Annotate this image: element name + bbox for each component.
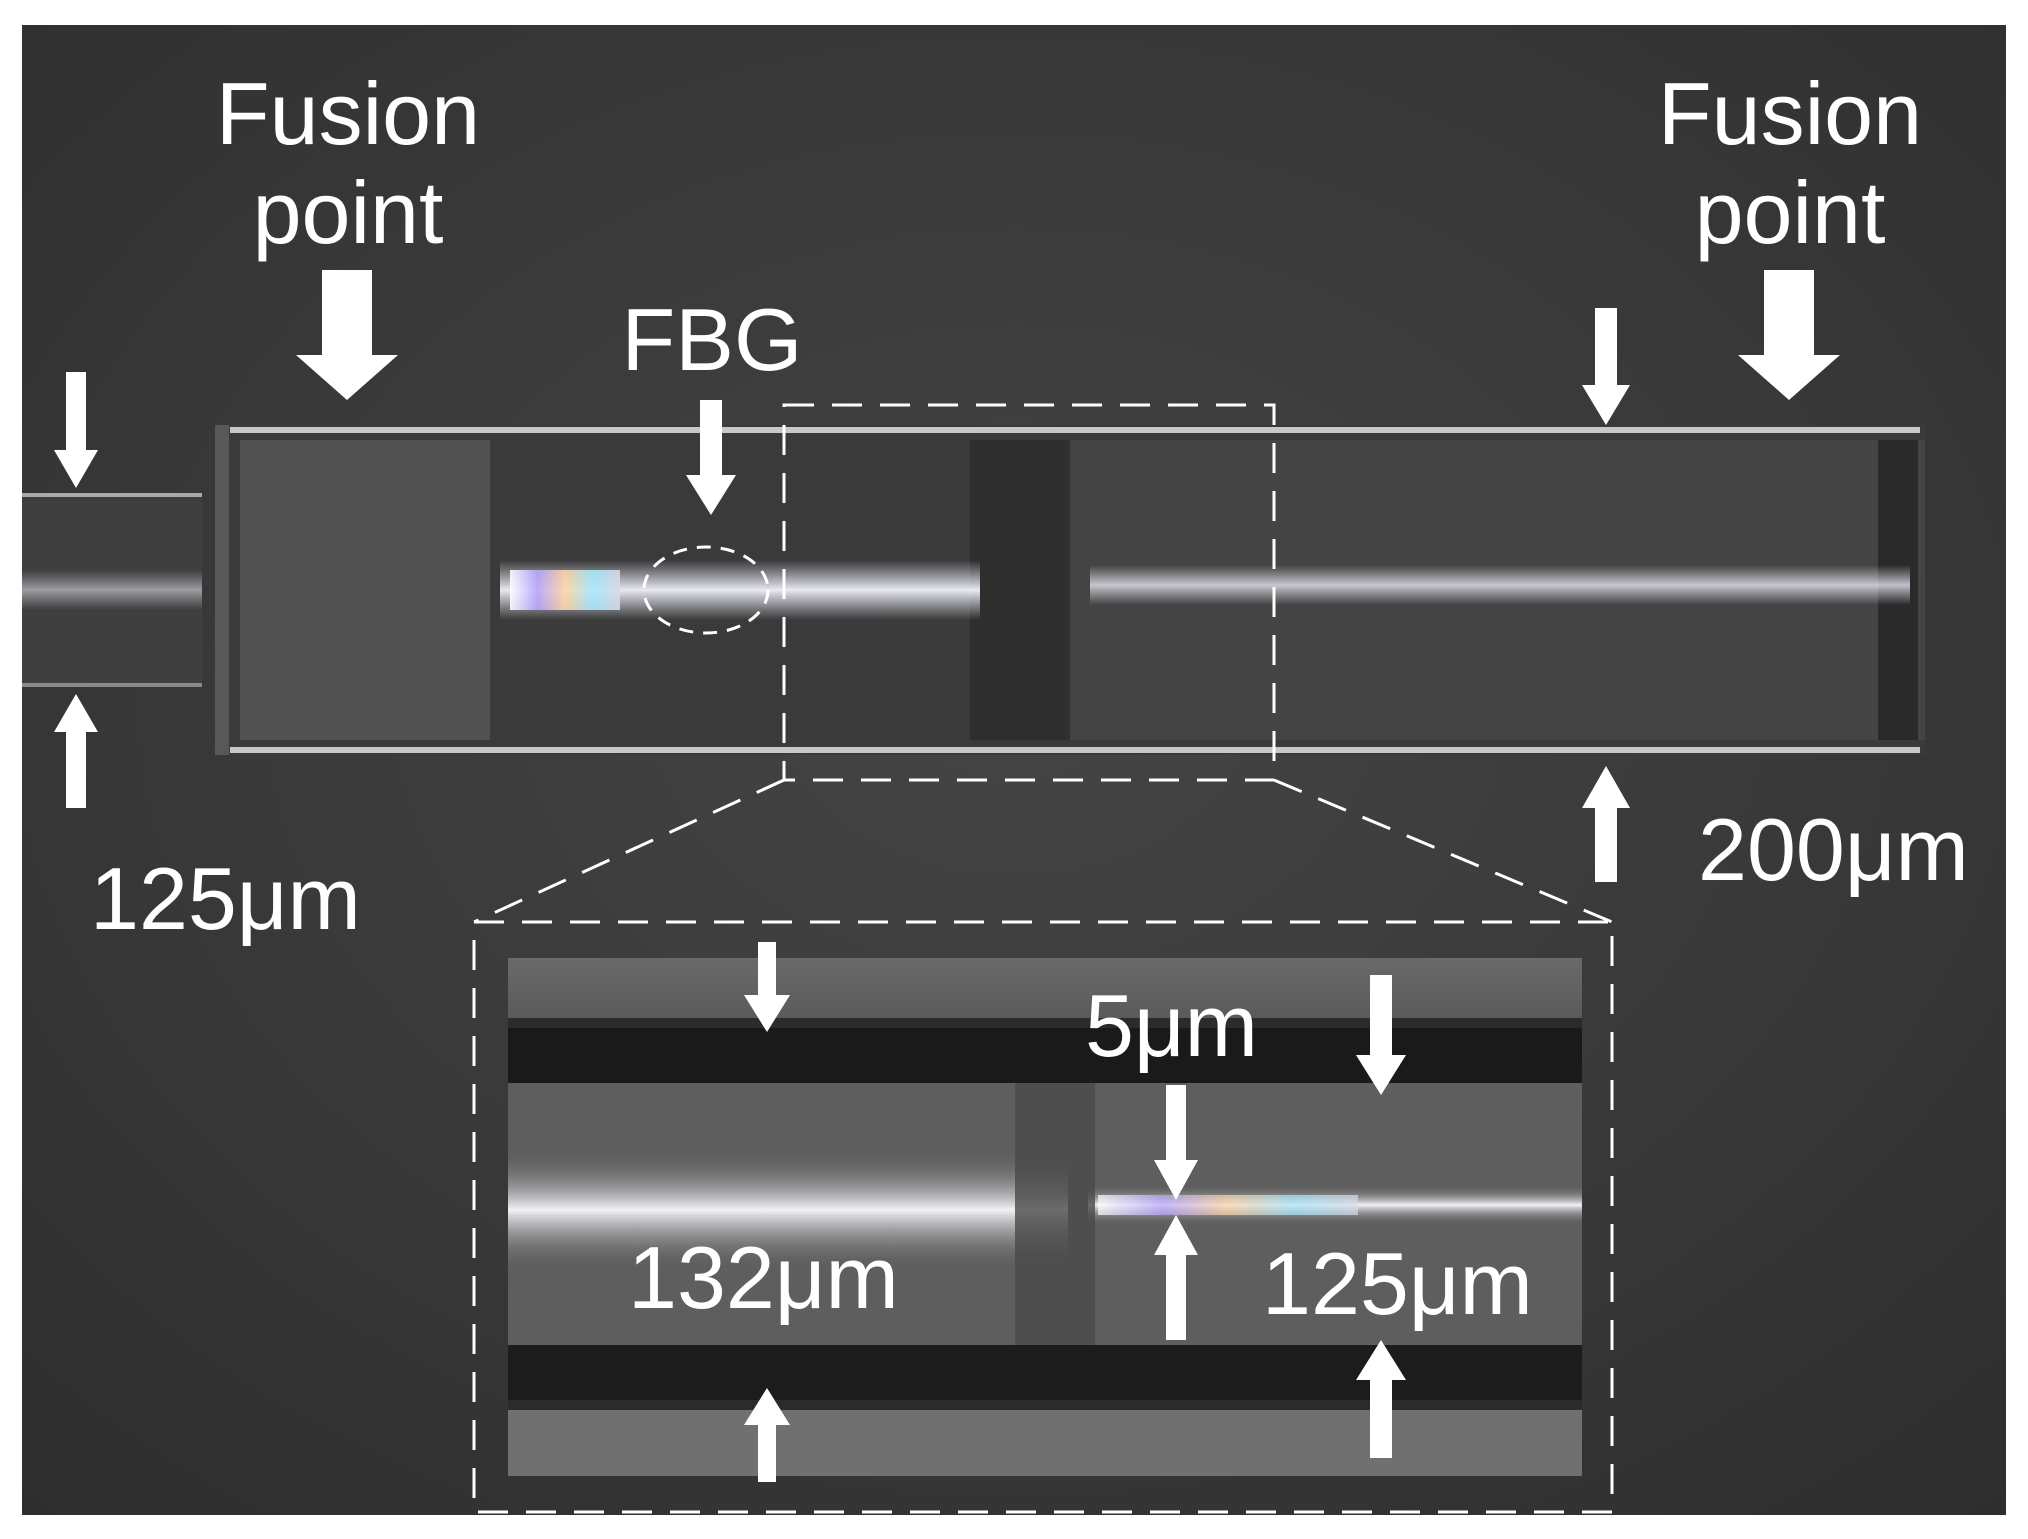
- fusion-arrow-right: [1738, 270, 1840, 400]
- arrows: [54, 270, 1840, 1482]
- inset-left-arrow-up: [744, 1388, 790, 1482]
- zoom-region-box: [782, 403, 1276, 782]
- left-diameter-arrow-up: [54, 694, 98, 808]
- inset-right-arrow-up: [1356, 1340, 1406, 1458]
- left-fiber: [22, 493, 202, 687]
- label-inset-gap: 5μm: [1085, 976, 1258, 1075]
- fusion-arrow-left: [296, 270, 398, 400]
- right-diameter-arrow-up: [1582, 766, 1630, 882]
- label-inset-left: 132μm: [628, 1228, 899, 1327]
- inset-magnified-view: [472, 920, 1614, 1514]
- label-fusion-point-left: Fusion point: [215, 64, 481, 263]
- zoom-connector-right: [1273, 778, 1613, 924]
- gap-arrow-up: [1154, 1215, 1198, 1340]
- right-diameter-arrow-down: [1582, 308, 1630, 425]
- label-inset-right: 125μm: [1262, 1234, 1533, 1333]
- inset-left-arrow-down: [744, 942, 790, 1032]
- fbg-grating-fringes: [510, 570, 620, 610]
- fiber-core-glow-right: [1090, 565, 1910, 605]
- left-diameter-arrow-down: [54, 372, 98, 488]
- label-diameter-left: 125μm: [90, 849, 361, 948]
- fbg-marker-ellipse: [642, 545, 770, 635]
- inset-right-arrow-down: [1356, 975, 1406, 1095]
- gap-arrow-down: [1154, 1085, 1198, 1200]
- fbg-arrow: [686, 400, 736, 515]
- label-fusion-point-right: Fusion point: [1657, 64, 1923, 263]
- zoom-connector-left: [473, 778, 785, 924]
- label-fbg: FBG: [621, 290, 803, 389]
- label-diameter-right: 200μm: [1698, 800, 1969, 899]
